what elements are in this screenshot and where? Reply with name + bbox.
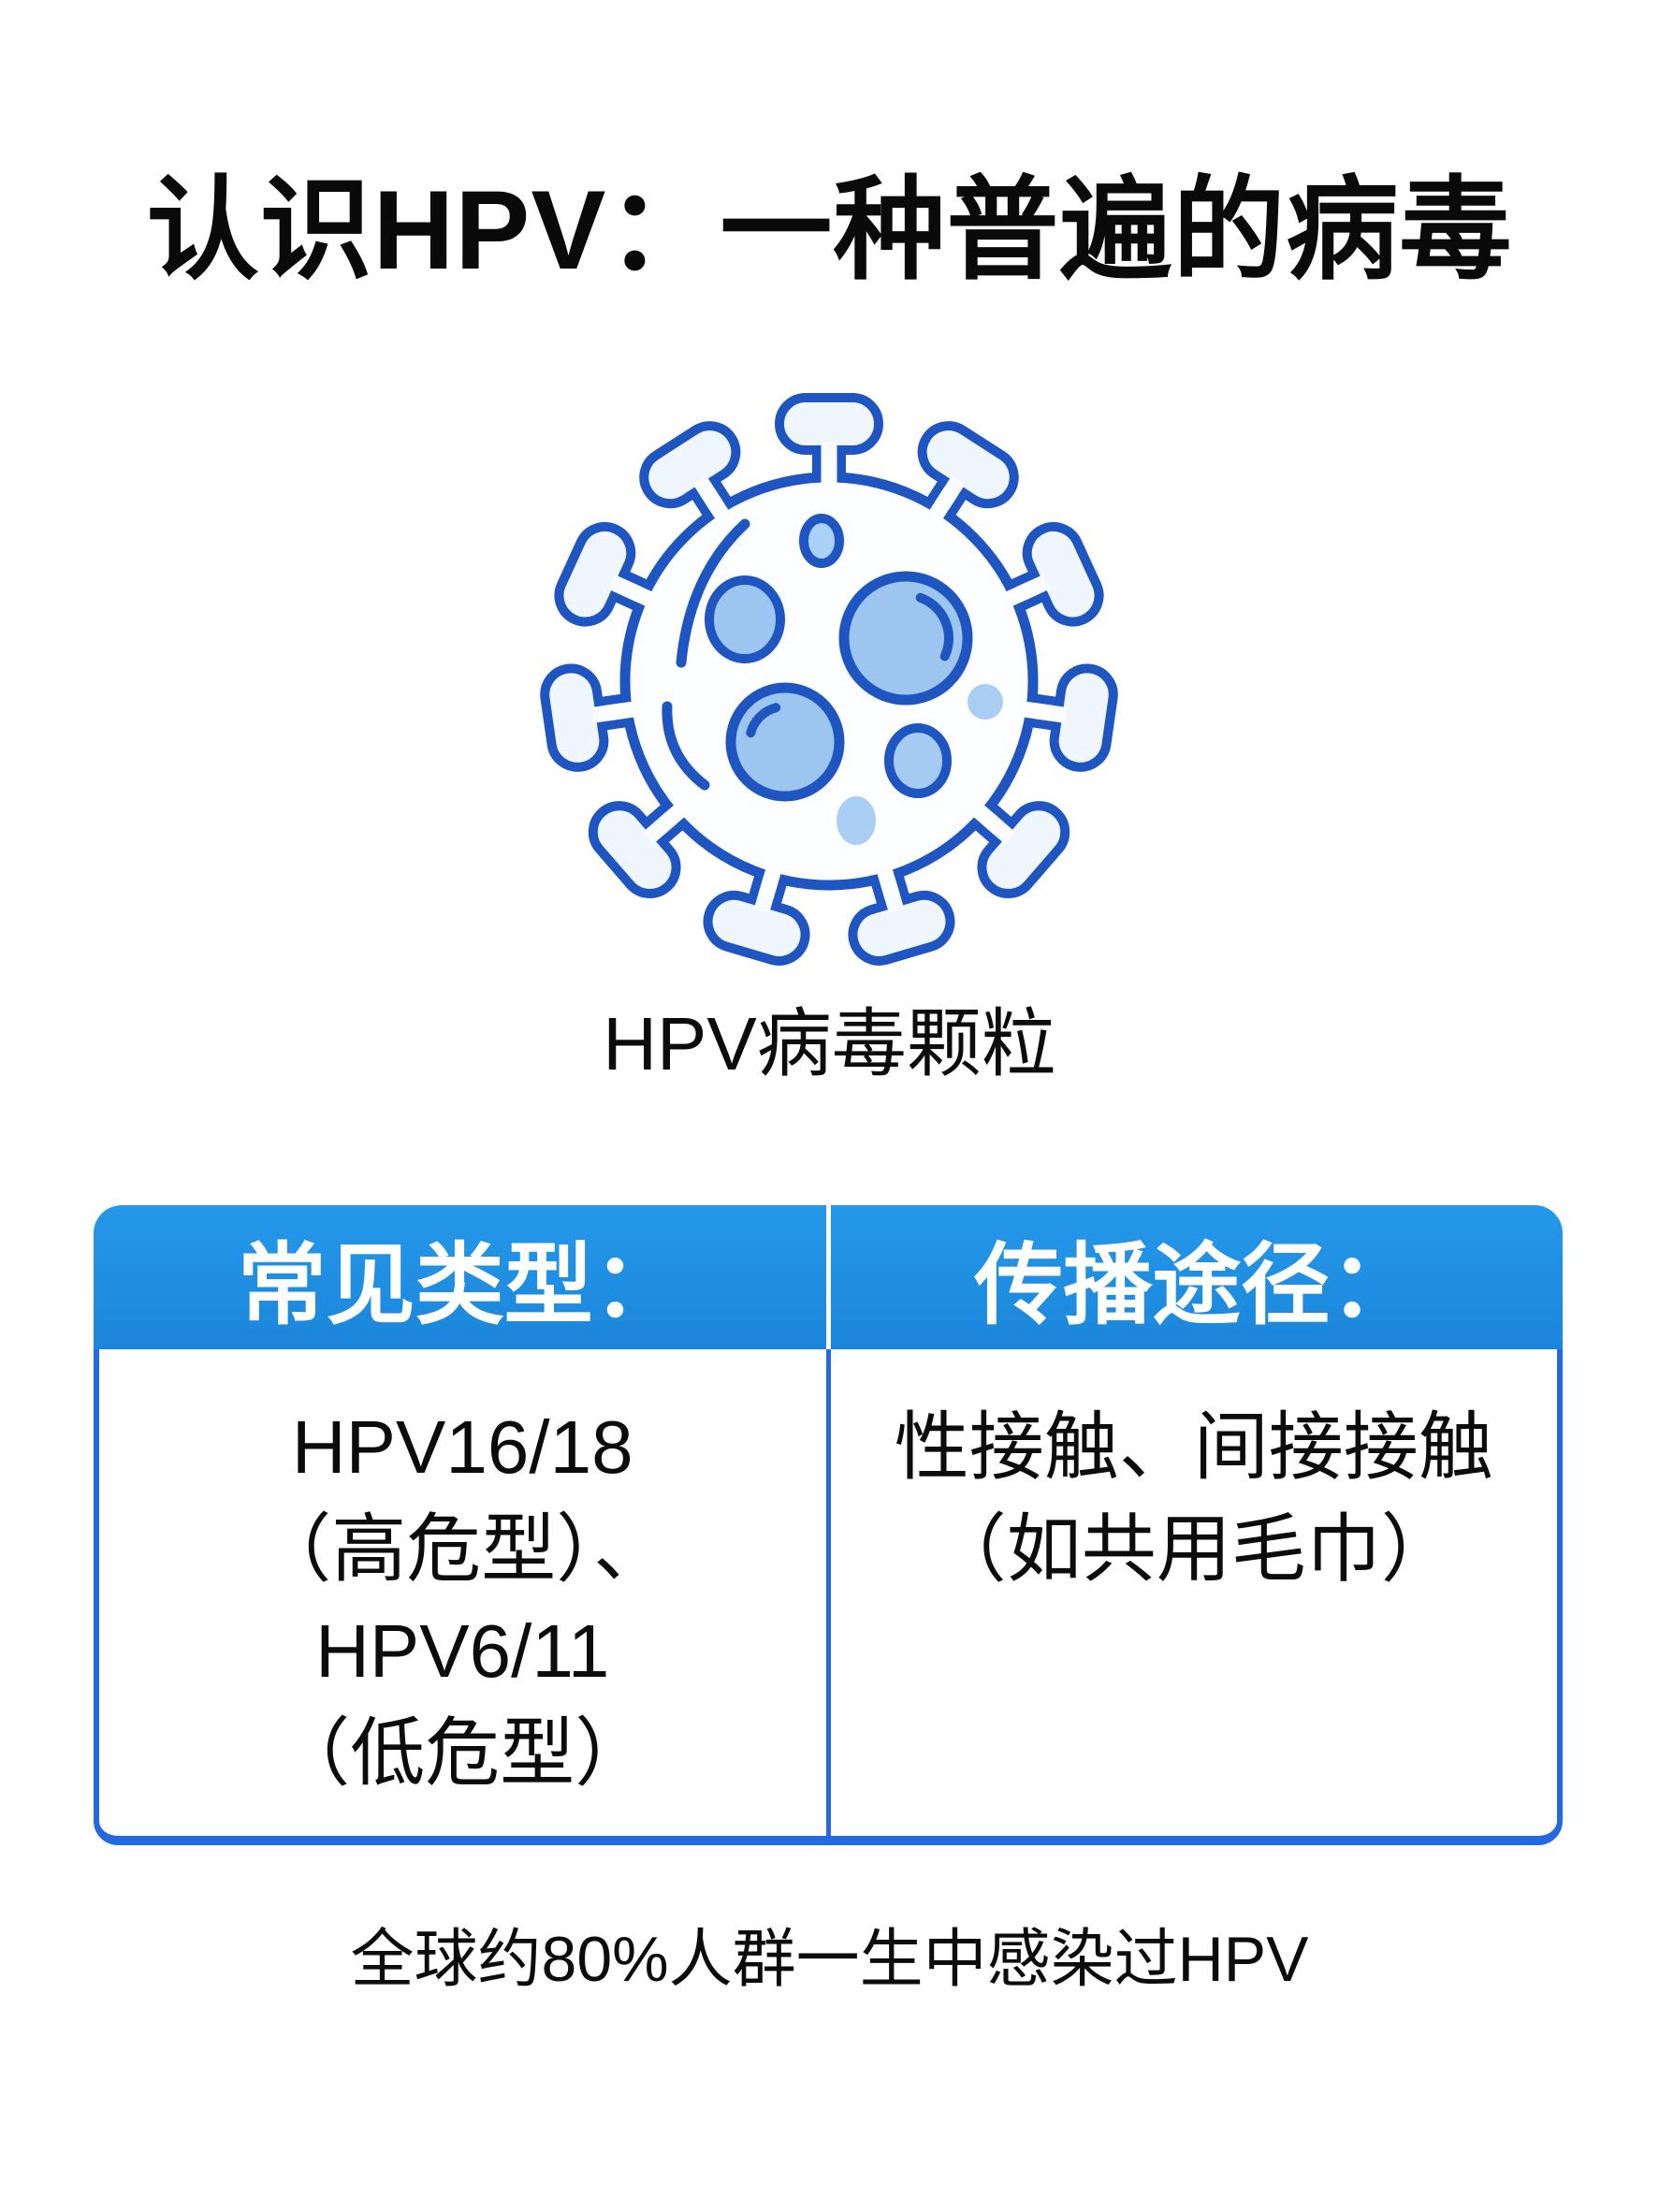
virus-caption: HPV病毒颗粒 [603,1002,1056,1085]
table-cell-line: HPV6/11 [315,1609,610,1693]
table-cell-common-types: HPV16/18 （高危型）、 HPV6/11 （低危型） [99,1349,831,1836]
table-cell-line: 性接触、间接接触 [894,1405,1493,1489]
footer-statistic: 全球约80%人群一生中感染过HPV [350,1924,1309,1995]
table-header-common-types: 常见类型： [94,1205,826,1349]
virus-inner-details [662,514,1003,845]
table-header-row: 常见类型： 传播途径： [94,1205,1563,1349]
info-table: 常见类型： 传播途径： HPV16/18 （高危型）、 HPV6/11 （低危型… [94,1205,1563,1845]
table-header-transmission: 传播途径： [830,1205,1563,1349]
page-title: 认识HPV：一种普遍的病毒 [146,167,1513,293]
hpv-virus-icon [540,393,1118,966]
table-body-row: HPV16/18 （高危型）、 HPV6/11 （低危型） 性接触、间接接触 （… [94,1349,1563,1845]
table-cell-line: （如共用毛巾） [931,1507,1456,1591]
table-cell-line: （低危型） [275,1711,650,1795]
table-cell-line: （高危型）、 [256,1507,669,1591]
table-cell-transmission: 性接触、间接接触 （如共用毛巾） [831,1349,1558,1836]
virus-spike-necks [605,457,1053,899]
table-cell-line: HPV16/18 [291,1405,633,1489]
virus-illustration [520,372,1138,990]
